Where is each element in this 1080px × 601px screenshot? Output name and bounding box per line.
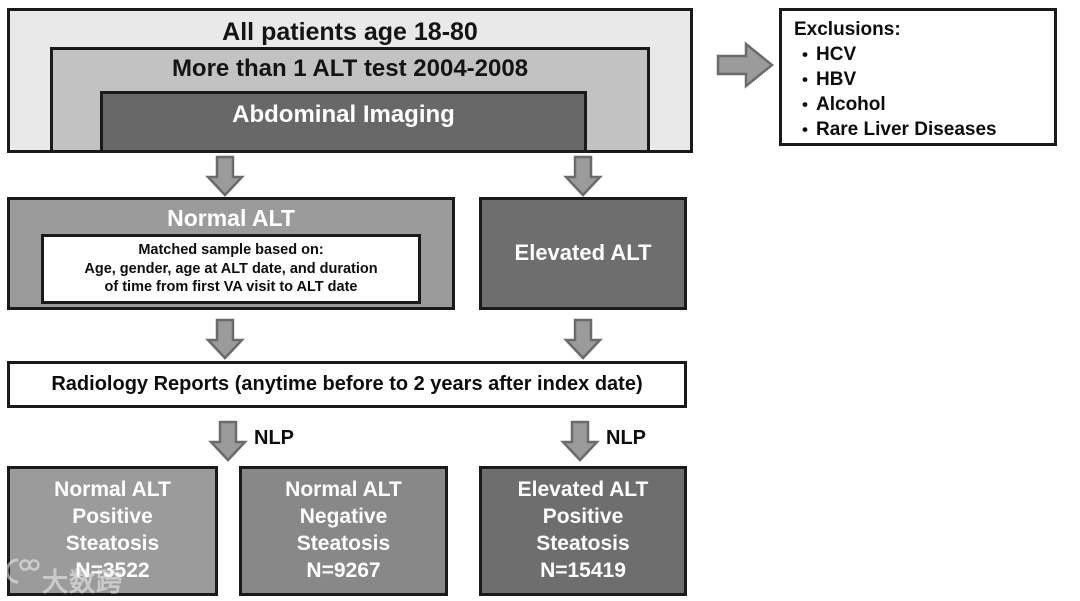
elevated-alt-box: Elevated ALT (479, 197, 687, 310)
arrow-down-elevated-to-radiology-icon (563, 318, 603, 360)
arrow-down-normal-to-radiology-icon (205, 318, 245, 360)
nlp-label-left: NLP (254, 427, 294, 449)
exclusion-item-label: HCV (816, 44, 857, 65)
bullet-icon: • (802, 70, 808, 90)
exclusion-item-label: HBV (816, 69, 857, 91)
bullet-icon: • (802, 45, 808, 64)
exclusion-item-label: Rare Liver Diseases (816, 119, 997, 141)
cohort-middle-label: More than 1 ALT test 2004-2008 (171, 55, 529, 82)
outcome-box-normal-alt-positive-steatosis: Normal ALT Positive Steatosis N=3522 (7, 466, 218, 596)
arrow-down-to-normal-alt-icon (205, 155, 245, 197)
arrow-down-nlp-left-icon (208, 420, 248, 462)
normal-alt-label: Normal ALT (167, 205, 295, 231)
elevated-alt-label: Elevated ALT (514, 240, 652, 266)
outcome-label: Elevated ALT Positive Steatosis N=15419 (517, 478, 649, 582)
matched-sample-text: Matched sample based on: Age, gender, ag… (84, 241, 378, 296)
exclusions-title: Exclusions: (794, 19, 901, 40)
outcome-box-normal-alt-negative-steatosis: Normal ALT Negative Steatosis N=9267 (239, 466, 448, 596)
cohort-inner-label: Abdominal Imaging (232, 101, 455, 128)
exclusions-arrow-right-icon (716, 41, 774, 89)
bullet-icon: • (802, 95, 808, 115)
exclusion-item-hcv: • HCV (794, 42, 1042, 67)
exclusion-item-rare-liver-diseases: • Rare Liver Diseases (794, 117, 1042, 142)
exclusion-item-label: Alcohol (816, 94, 886, 116)
exclusion-item-hbv: • HBV (794, 67, 1042, 92)
exclusion-item-alcohol: • Alcohol (794, 92, 1042, 117)
radiology-reports-label: Radiology Reports (anytime before to 2 y… (51, 373, 643, 396)
exclusions-box: Exclusions: • HCV • HBV • Alcohol • Rare… (779, 8, 1057, 146)
outcome-label: Normal ALT Negative Steatosis N=9267 (285, 478, 402, 582)
outcome-box-elevated-alt-positive-steatosis: Elevated ALT Positive Steatosis N=15419 (479, 466, 687, 596)
normal-alt-box: Normal ALT Matched sample based on: Age,… (7, 197, 455, 310)
matched-sample-box: Matched sample based on: Age, gender, ag… (41, 234, 421, 304)
arrow-down-to-elevated-alt-icon (563, 155, 603, 197)
radiology-reports-box: Radiology Reports (anytime before to 2 y… (7, 361, 687, 408)
cohort-box-abdominal-imaging: Abdominal Imaging (100, 91, 587, 153)
nlp-label-right: NLP (606, 427, 646, 449)
cohort-outer-label: All patients age 18-80 (222, 18, 478, 46)
bullet-icon: • (802, 120, 808, 140)
arrow-down-nlp-right-icon (560, 420, 600, 462)
outcome-label: Normal ALT Positive Steatosis N=3522 (54, 478, 171, 582)
